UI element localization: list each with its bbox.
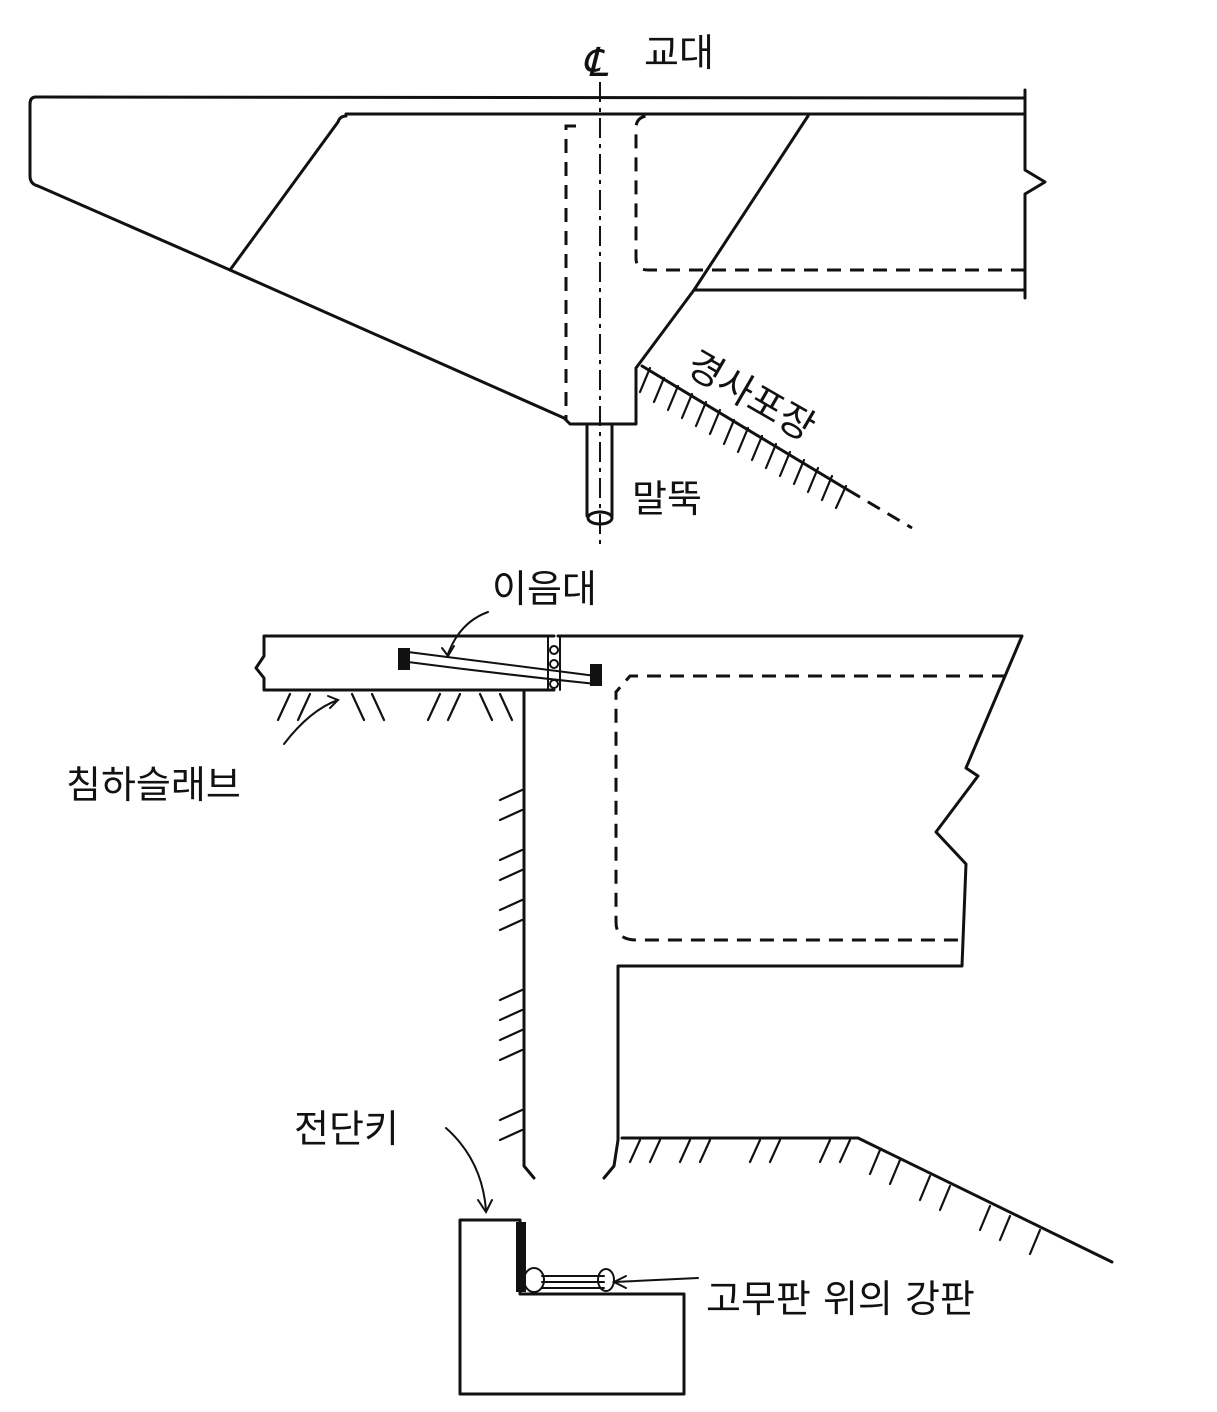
girder-dashed: [634, 114, 1025, 272]
abutment-label: 교대: [644, 31, 714, 75]
lower-soil-hatching: [628, 1138, 1042, 1256]
joint-bar-anchor-left: [398, 648, 410, 670]
top-abutment-detail: ℄ 교대 경사포장 말뚝: [28, 31, 1047, 548]
slope-hatching: [638, 366, 848, 510]
slope-line: [640, 364, 850, 492]
joint-bar: [407, 651, 597, 685]
girder-top: [228, 114, 348, 272]
abutment-stem-left: [522, 688, 536, 1180]
bottom-abutment-detail: 이음대 침하슬래브 전단키 고무판 위의 강판: [66, 567, 1114, 1396]
slope-dashed: [847, 488, 913, 530]
shear-key: [516, 1222, 526, 1292]
bearing-plate: [541, 1275, 605, 1289]
girder-diagonal: [692, 114, 810, 292]
approach-slab: [254, 634, 556, 692]
joint-bar-leader: [447, 611, 489, 655]
approach-slab-label: 침하슬래브: [66, 763, 241, 807]
steel-plate-label: 고무판 위의 강판: [706, 1277, 975, 1321]
approach-slab-leader: [283, 699, 339, 745]
shear-key-leader: [445, 1127, 487, 1211]
slope-paving-label: 경사포장: [680, 342, 823, 450]
abutment-body: [556, 634, 1024, 1180]
centerline-symbol: ℄: [582, 40, 609, 86]
abutment-outline: [28, 95, 1027, 426]
pile-tip: [586, 510, 614, 526]
lower-ground: [620, 1136, 1114, 1264]
joint-bar-label: 이음대: [492, 567, 597, 611]
pile-cap-dashed: [564, 124, 576, 420]
slab-soil-hatching: [276, 692, 514, 722]
stem-soil-hatching: [498, 788, 524, 1142]
bearing-plate-leader: [613, 1277, 699, 1283]
pile: [585, 422, 614, 518]
joint-bar-anchor-right: [590, 664, 602, 686]
girder-dashed-bottom: [614, 674, 1006, 942]
footing: [458, 1218, 686, 1396]
break-line: [1023, 88, 1047, 300]
pile-label: 말뚝: [632, 477, 702, 521]
shear-key-label: 전단키: [294, 1107, 399, 1151]
